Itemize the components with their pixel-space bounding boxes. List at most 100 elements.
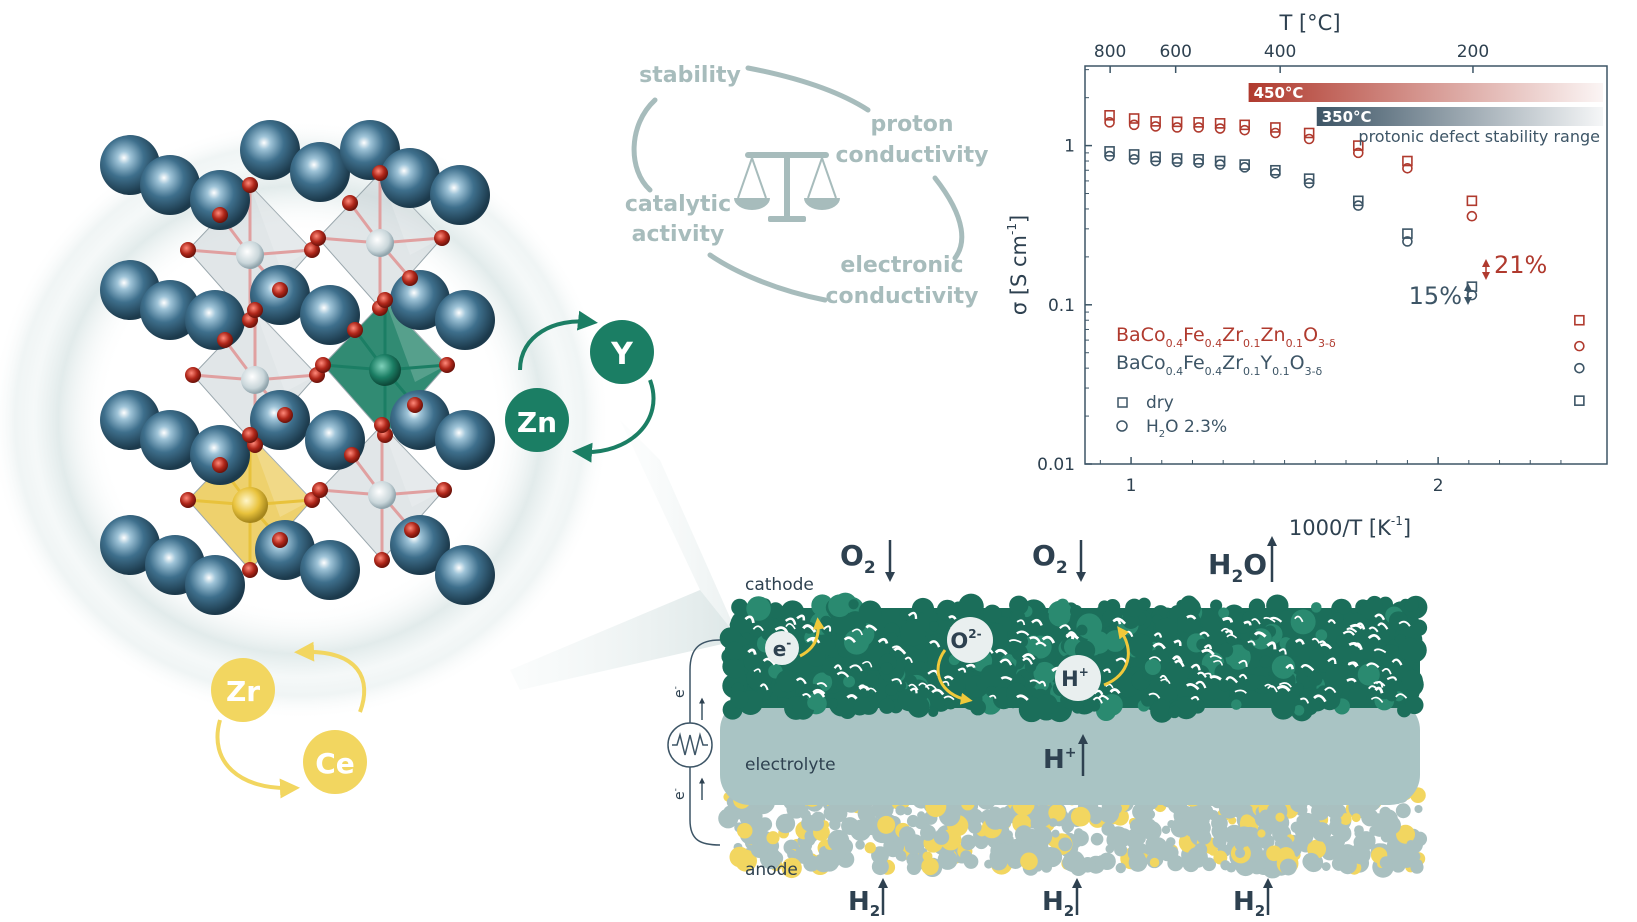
point-s1-0: [1104, 117, 1115, 128]
anode-particle: [766, 831, 780, 845]
oxygen-atom: [272, 282, 288, 298]
anode-particle: [1074, 858, 1090, 874]
anode-particle: [1070, 806, 1091, 827]
cathode-pore: [849, 664, 863, 672]
cathode-pore: [752, 625, 764, 632]
point-s3-7: [1270, 167, 1281, 179]
cathode-particle: [746, 664, 773, 691]
anode-particle: [1041, 861, 1052, 873]
y-tick-label-0: 1: [1064, 137, 1075, 157]
cathode-pore: [1203, 644, 1213, 650]
cathode-particle: [1033, 661, 1056, 685]
oxygen-atom: [436, 482, 452, 498]
band-label-1: 350°C: [1322, 108, 1372, 126]
point-s1-6: [1239, 124, 1250, 136]
anode-particle: [1161, 825, 1171, 835]
cycle-arc-bottom: [707, 252, 828, 303]
cathode-particle: [1336, 600, 1351, 615]
point-s0-9: [1352, 140, 1364, 151]
barium-atom: [435, 290, 495, 350]
cathode-pore: [891, 645, 904, 652]
anode-particle: [1035, 838, 1049, 852]
label-proton: proton: [870, 112, 953, 137]
anode-particle: [903, 806, 913, 816]
oxygen-atom: [404, 522, 420, 538]
cathode-particle: [1198, 676, 1223, 701]
cathode-particle: [1006, 639, 1020, 653]
h2-left: H2: [848, 887, 880, 920]
resistor-zigzag-icon: [672, 732, 708, 756]
cathode-pore: [989, 694, 997, 699]
barium-atom: [190, 170, 250, 230]
balance-scale-icon: [734, 152, 840, 222]
cathode-particle: [1248, 598, 1266, 615]
electrolyte-layer: [720, 700, 1420, 805]
cathode-particle: [1101, 693, 1123, 716]
oxygen-atom: [402, 270, 418, 286]
cathode-particle: [1404, 597, 1419, 613]
point-s1-7: [1270, 127, 1281, 139]
anode-particle: [787, 849, 797, 860]
oxygen-atom: [217, 332, 233, 348]
cathode-particle: [1374, 679, 1394, 700]
cathode-pore: [931, 688, 945, 696]
cathode-pore: [1346, 678, 1357, 683]
y-tick-label-1: 0.1: [1048, 296, 1075, 316]
cathode-pore: [1185, 683, 1200, 691]
anode-particle: [1202, 857, 1217, 872]
octahedron-facet-4: [250, 435, 312, 517]
oxygen-atom: [242, 427, 258, 443]
cathode-particle: [1331, 612, 1344, 624]
oxygen-atom: [439, 357, 455, 373]
cathode-pore: [1148, 692, 1161, 699]
cathode-pore: [1109, 688, 1121, 695]
cathode-pore: [753, 668, 761, 673]
anode-particle: [1234, 839, 1245, 851]
x-axis-label: 1000/T [K-1]: [1289, 514, 1411, 540]
anode-particle: [1006, 851, 1025, 869]
cathode-pore: [1264, 683, 1274, 689]
cathode-particle: [725, 658, 745, 679]
anode-particle: [1031, 825, 1053, 847]
cathode-pore: [929, 640, 941, 648]
cathode-pore: [1190, 695, 1200, 701]
cathode-particle: [1223, 671, 1244, 692]
cathode-pore: [1098, 694, 1110, 701]
label-electronic-conductivity: conductivity: [825, 284, 978, 309]
cathode-pore: [1016, 694, 1029, 701]
legend-dry-marker: [1117, 397, 1128, 408]
anode-particle: [973, 834, 984, 845]
cathode-particle: [958, 593, 984, 620]
cathode-pore: [1238, 673, 1248, 680]
barium-atom: [380, 148, 440, 208]
anode-particle: [1061, 819, 1075, 833]
anode-particle: [1240, 814, 1254, 828]
cathode-pore: [836, 671, 850, 678]
cathode-pore: [801, 692, 812, 698]
cathode-particle: [1311, 602, 1322, 613]
cathode-pore: [891, 678, 903, 685]
cathode-label: cathode: [745, 575, 814, 595]
cathode-pore: [1234, 689, 1247, 694]
cathode-pore: [1327, 657, 1337, 665]
cathode-pore: [1294, 615, 1304, 623]
cathode-particle: [1328, 682, 1343, 698]
octahedron-facet-5: [382, 425, 444, 507]
cathode-particle: [855, 679, 874, 698]
cathode-particle: [1225, 629, 1241, 645]
oxygen-atom: [434, 230, 450, 246]
h2-middle: H2: [1042, 887, 1074, 920]
cycle-arc-right: [932, 175, 965, 261]
cathode-pore: [1221, 616, 1234, 623]
point-s3-12: [1574, 362, 1585, 374]
anode-particle: [871, 858, 889, 876]
cathode-pore: [1251, 618, 1261, 625]
anode-particle: [1361, 808, 1379, 827]
anode-particle: [1321, 862, 1331, 871]
barium-atom: [430, 165, 490, 225]
cathode-pore: [1102, 668, 1111, 674]
cathode-particle: [1141, 693, 1155, 707]
point-s0-0: [1104, 109, 1115, 121]
anode-particle: [1410, 851, 1421, 862]
anode-particle: [1259, 809, 1273, 823]
